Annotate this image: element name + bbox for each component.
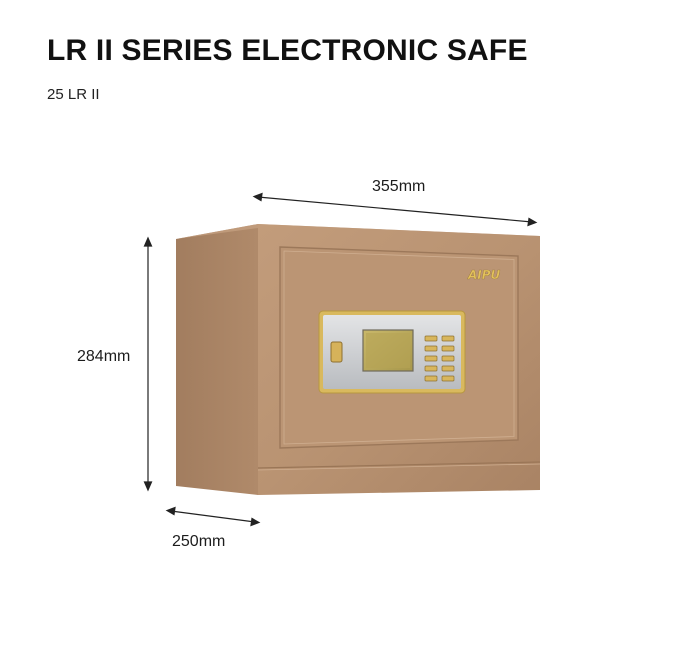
fingerprint-sensor bbox=[330, 341, 343, 363]
keypad-panel bbox=[318, 310, 466, 394]
height-label: 284mm bbox=[77, 348, 131, 365]
height-dimension-arrow bbox=[143, 236, 153, 492]
depth-label: 250mm bbox=[172, 533, 226, 550]
width-label: 355mm bbox=[372, 178, 426, 195]
depth-dimension-arrow bbox=[165, 506, 261, 527]
model-subtitle: 25 LR II bbox=[47, 86, 100, 103]
keypad-buttons bbox=[424, 335, 455, 382]
page-title: LR II SERIES ELECTRONIC SAFE bbox=[47, 34, 528, 67]
safe-side-face bbox=[176, 224, 258, 495]
width-dimension-arrow bbox=[252, 192, 538, 227]
brand-logo: AIPU bbox=[467, 268, 501, 282]
